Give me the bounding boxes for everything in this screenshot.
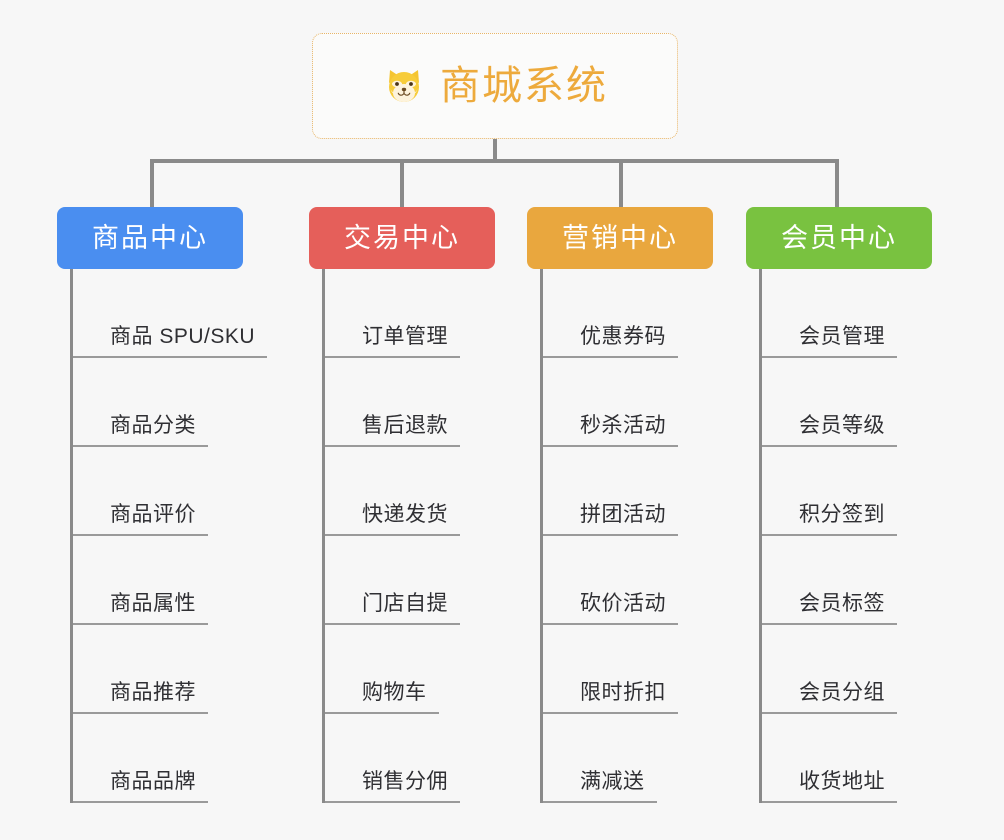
leaf-item[interactable]: 积分签到	[762, 447, 914, 536]
leaf-label: 商品推荐	[110, 681, 196, 704]
connector-trunk	[493, 139, 497, 162]
leaf-item[interactable]: 秒杀活动	[543, 358, 695, 447]
root-node[interactable]: 商城系统	[312, 33, 678, 139]
leaf-item[interactable]: 销售分佣	[325, 714, 477, 803]
connector-drop-1	[150, 159, 154, 207]
category-label: 会员中心	[781, 222, 897, 253]
category-label: 交易中心	[344, 222, 460, 253]
leaf-label: 售后退款	[362, 414, 448, 437]
leaf-item[interactable]: 拼团活动	[543, 447, 695, 536]
leaf-label: 限时折扣	[580, 681, 666, 704]
leaf-label: 会员标签	[799, 592, 885, 615]
leaf-label: 会员管理	[799, 325, 885, 348]
leaf-list-product: 商品 SPU/SKU 商品分类 商品评价 商品属性 商品推荐 商品品牌	[70, 269, 268, 803]
category-box-member[interactable]: 会员中心	[746, 207, 932, 269]
leaf-item[interactable]: 砍价活动	[543, 536, 695, 625]
category-column-member: 会员中心 会员管理 会员等级 积分签到 会员标签 会员分组 收货地址	[746, 207, 932, 803]
leaf-label: 满减送	[580, 770, 645, 793]
leaf-item[interactable]: 会员分组	[762, 625, 914, 714]
leaf-label: 订单管理	[362, 325, 448, 348]
category-label: 营销中心	[562, 222, 678, 253]
leaf-list-marketing: 优惠券码 秒杀活动 拼团活动 砍价活动 限时折扣 满减送	[540, 269, 710, 803]
leaf-item[interactable]: 商品 SPU/SKU	[73, 269, 268, 358]
leaf-label: 商品属性	[110, 592, 196, 615]
leaf-item[interactable]: 限时折扣	[543, 625, 695, 714]
category-label: 商品中心	[92, 222, 208, 253]
leaf-item[interactable]: 收货地址	[762, 714, 914, 803]
root-title: 商城系统	[440, 64, 608, 108]
leaf-item[interactable]: 满减送	[543, 714, 695, 803]
leaf-item[interactable]: 商品品牌	[73, 714, 225, 803]
leaf-item[interactable]: 快递发货	[325, 447, 477, 536]
connector-drop-4	[835, 159, 839, 207]
leaf-label: 秒杀活动	[580, 414, 666, 437]
leaf-label: 销售分佣	[362, 770, 448, 793]
leaf-label: 优惠券码	[580, 325, 666, 348]
category-box-marketing[interactable]: 营销中心	[527, 207, 713, 269]
category-box-product[interactable]: 商品中心	[57, 207, 243, 269]
leaf-item[interactable]: 订单管理	[325, 269, 477, 358]
leaf-item[interactable]: 商品属性	[73, 536, 225, 625]
connector-drop-2	[400, 159, 404, 207]
leaf-item[interactable]: 商品评价	[73, 447, 225, 536]
leaf-label: 会员等级	[799, 414, 885, 437]
leaf-label: 会员分组	[799, 681, 885, 704]
leaf-item[interactable]: 会员标签	[762, 536, 914, 625]
leaf-label: 收货地址	[799, 770, 885, 793]
leaf-label: 砍价活动	[580, 592, 666, 615]
connector-bus	[150, 159, 839, 163]
leaf-item[interactable]: 门店自提	[325, 536, 477, 625]
category-column-trade: 交易中心 订单管理 售后退款 快递发货 门店自提 购物车 销售分佣	[309, 207, 495, 803]
category-box-trade[interactable]: 交易中心	[309, 207, 495, 269]
category-column-marketing: 营销中心 优惠券码 秒杀活动 拼团活动 砍价活动 限时折扣 满减送	[527, 207, 713, 803]
leaf-item[interactable]: 购物车	[325, 625, 477, 714]
leaf-label: 拼团活动	[580, 503, 666, 526]
leaf-item[interactable]: 商品推荐	[73, 625, 225, 714]
leaf-item[interactable]: 优惠券码	[543, 269, 695, 358]
leaf-item[interactable]: 会员等级	[762, 358, 914, 447]
leaf-label: 商品 SPU/SKU	[110, 325, 256, 348]
leaf-item[interactable]: 商品分类	[73, 358, 225, 447]
leaf-label: 商品品牌	[110, 770, 196, 793]
leaf-list-trade: 订单管理 售后退款 快递发货 门店自提 购物车 销售分佣	[322, 269, 492, 803]
leaf-label: 商品评价	[110, 503, 196, 526]
category-column-product: 商品中心 商品 SPU/SKU 商品分类 商品评价 商品属性 商品推荐 商品品牌	[57, 207, 268, 803]
leaf-label: 购物车	[362, 681, 427, 704]
leaf-item[interactable]: 售后退款	[325, 358, 477, 447]
shiba-dog-face-icon	[382, 64, 426, 108]
leaf-label: 快递发货	[362, 503, 448, 526]
connector-drop-3	[619, 159, 623, 207]
leaf-item[interactable]: 会员管理	[762, 269, 914, 358]
leaf-label: 积分签到	[799, 503, 885, 526]
leaf-label: 门店自提	[362, 592, 448, 615]
leaf-label: 商品分类	[110, 414, 196, 437]
leaf-list-member: 会员管理 会员等级 积分签到 会员标签 会员分组 收货地址	[759, 269, 929, 803]
